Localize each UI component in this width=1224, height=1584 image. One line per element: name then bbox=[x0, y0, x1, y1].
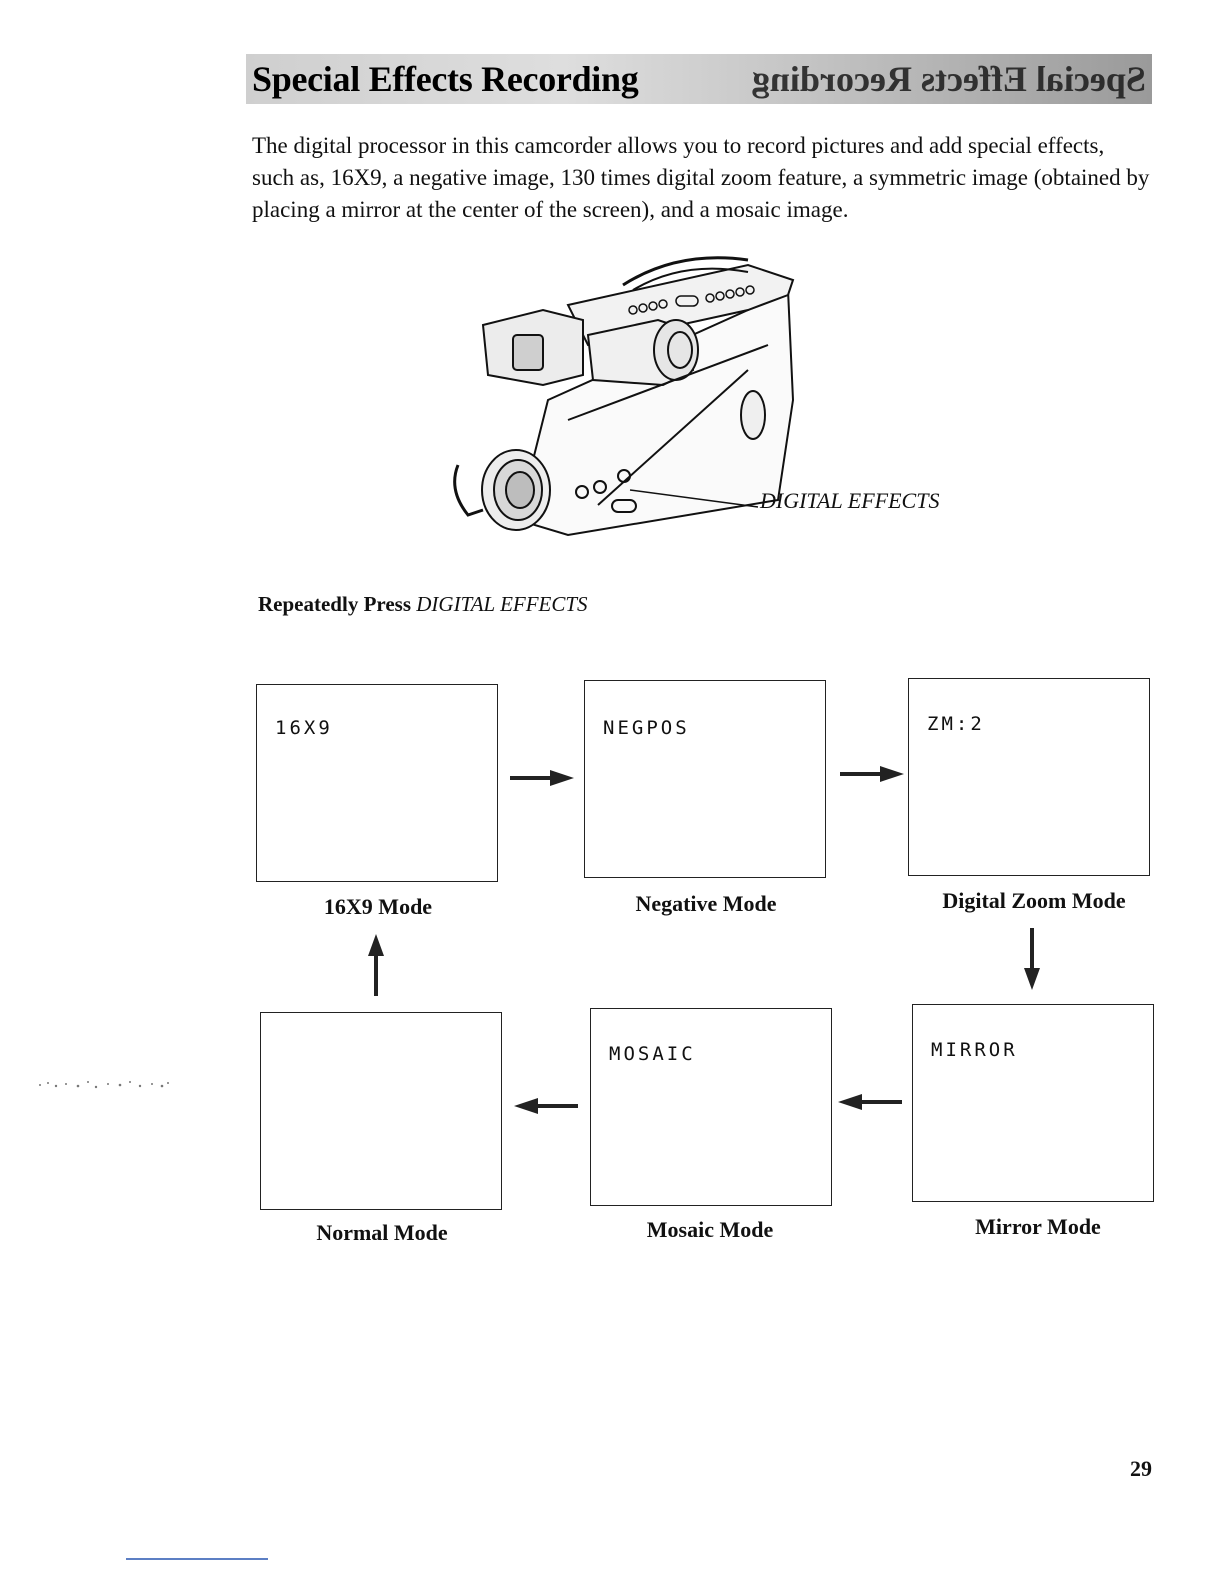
mode-label-16x9: 16X9 Mode bbox=[323, 894, 433, 919]
mode-label-negative: Negative Mode bbox=[635, 891, 777, 916]
arrow-down-icon bbox=[1024, 928, 1040, 990]
screen-normal bbox=[260, 1012, 502, 1210]
instruction-prefix: Repeatedly Press bbox=[258, 592, 411, 616]
page-number: 29 bbox=[1130, 1456, 1152, 1481]
arrow-right-icon bbox=[840, 766, 904, 782]
page-title-mirrored: Special Effects Recording bbox=[752, 59, 1146, 99]
screen-negative: NEGPOS bbox=[584, 680, 826, 878]
scan-speckle bbox=[39, 1081, 169, 1089]
title-banner: Special Effects Recording Special Effect… bbox=[246, 54, 1152, 104]
arrow-left-icon bbox=[838, 1094, 902, 1110]
camcorder-illustration bbox=[453, 256, 795, 537]
screen-16x9: 16X9 bbox=[256, 684, 498, 882]
osd-text: MIRROR bbox=[931, 1039, 1018, 1061]
digital-effects-callout: DIGITAL EFFECTS bbox=[760, 488, 940, 513]
instruction-button-name: DIGITAL EFFECTS bbox=[416, 592, 588, 616]
intro-paragraph: The digital processor in this camcorder … bbox=[252, 133, 1150, 222]
instruction-line: Repeatedly Press DIGITAL EFFECTS bbox=[258, 592, 588, 617]
osd-text: MOSAIC bbox=[609, 1043, 696, 1065]
screen-mirror: MIRROR bbox=[912, 1004, 1154, 1202]
screen-digital-zoom: ZM:2 bbox=[908, 678, 1150, 876]
arrow-left-icon bbox=[514, 1098, 578, 1114]
screen-mosaic: MOSAIC bbox=[590, 1008, 832, 1206]
osd-text: NEGPOS bbox=[603, 717, 690, 739]
mode-label-mosaic: Mosaic Mode bbox=[646, 1217, 774, 1242]
mode-label-digital-zoom: Digital Zoom Mode bbox=[942, 888, 1126, 913]
mode-label-normal: Normal Mode bbox=[316, 1220, 448, 1245]
osd-text: ZM:2 bbox=[927, 713, 985, 735]
arrow-up-icon bbox=[368, 934, 384, 996]
top-buttons bbox=[628, 285, 755, 315]
arrow-right-icon bbox=[510, 770, 574, 786]
footer-rule bbox=[126, 1558, 268, 1560]
page-title: Special Effects Recording bbox=[252, 59, 639, 99]
lens bbox=[453, 449, 551, 531]
osd-text: 16X9 bbox=[275, 717, 333, 739]
mode-label-mirror: Mirror Mode bbox=[975, 1214, 1101, 1239]
